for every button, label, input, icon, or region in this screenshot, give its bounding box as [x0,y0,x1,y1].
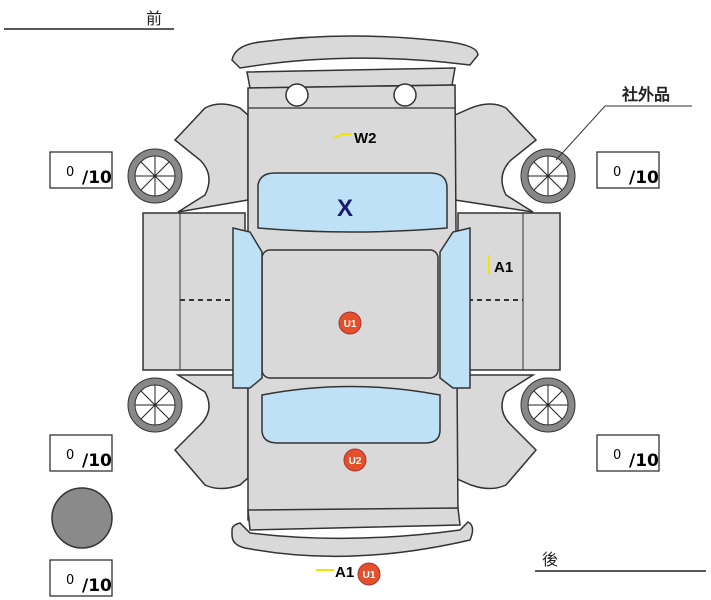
wheel-front-left [127,148,183,204]
right-side-panel [457,212,561,371]
tire-score-front-right: 0/10 [596,151,660,189]
tire-score-rear-left: 0/10 [49,434,113,472]
svg-text:0: 0 [613,448,621,463]
windshield [257,172,448,233]
svg-text:/10: /10 [82,168,112,188]
right-door-damage-mark: A1 [494,259,513,276]
svg-text:U2: U2 [349,456,362,467]
trunk-damage-badge: U2 [343,448,367,472]
tire-score-rear-right: 0/10 [596,434,660,472]
wheel-rear-right [520,377,576,433]
front-label: 前 [146,9,162,28]
tire-score-front-left: 0/10 [49,151,113,189]
aftermarket-label: 社外品 [621,85,670,104]
left-side-panel [142,212,246,371]
aftermarket-leader-line [555,105,692,161]
svg-text:/10: /10 [82,451,112,471]
svg-text:U1: U1 [344,319,357,330]
wheel-rear-left [127,377,183,433]
front-right-fender [454,103,538,213]
headlight-right [393,83,417,107]
roof-damage-badge: U1 [338,311,362,335]
right-side-window [439,227,471,389]
tire-score-spare: 0/10 [49,559,113,597]
rear-bumper-damage-mark: A1 [335,564,354,581]
rear-bumper [231,521,474,558]
front-bumper [231,35,479,69]
svg-text:/10: /10 [82,576,112,596]
svg-text:0: 0 [613,165,621,180]
svg-text:/10: /10 [629,451,659,471]
left-side-window [232,227,263,389]
hood-damage-mark: W2 [354,130,377,147]
rear-label: 後 [542,550,558,569]
wheel-front-right [520,148,576,204]
headlight-left [285,83,309,107]
svg-text:U1: U1 [363,570,376,581]
windshield-damage-mark: X [337,195,353,222]
svg-text:/10: /10 [629,168,659,188]
svg-text:0: 0 [66,448,74,463]
svg-text:0: 0 [66,573,74,588]
svg-text:0: 0 [66,165,74,180]
front-left-fender [173,103,249,213]
rear-window [261,385,441,444]
spare-tire [51,487,113,549]
rear-left-fender [173,374,249,490]
rear-bumper-damage-badge: U1 [357,562,381,586]
